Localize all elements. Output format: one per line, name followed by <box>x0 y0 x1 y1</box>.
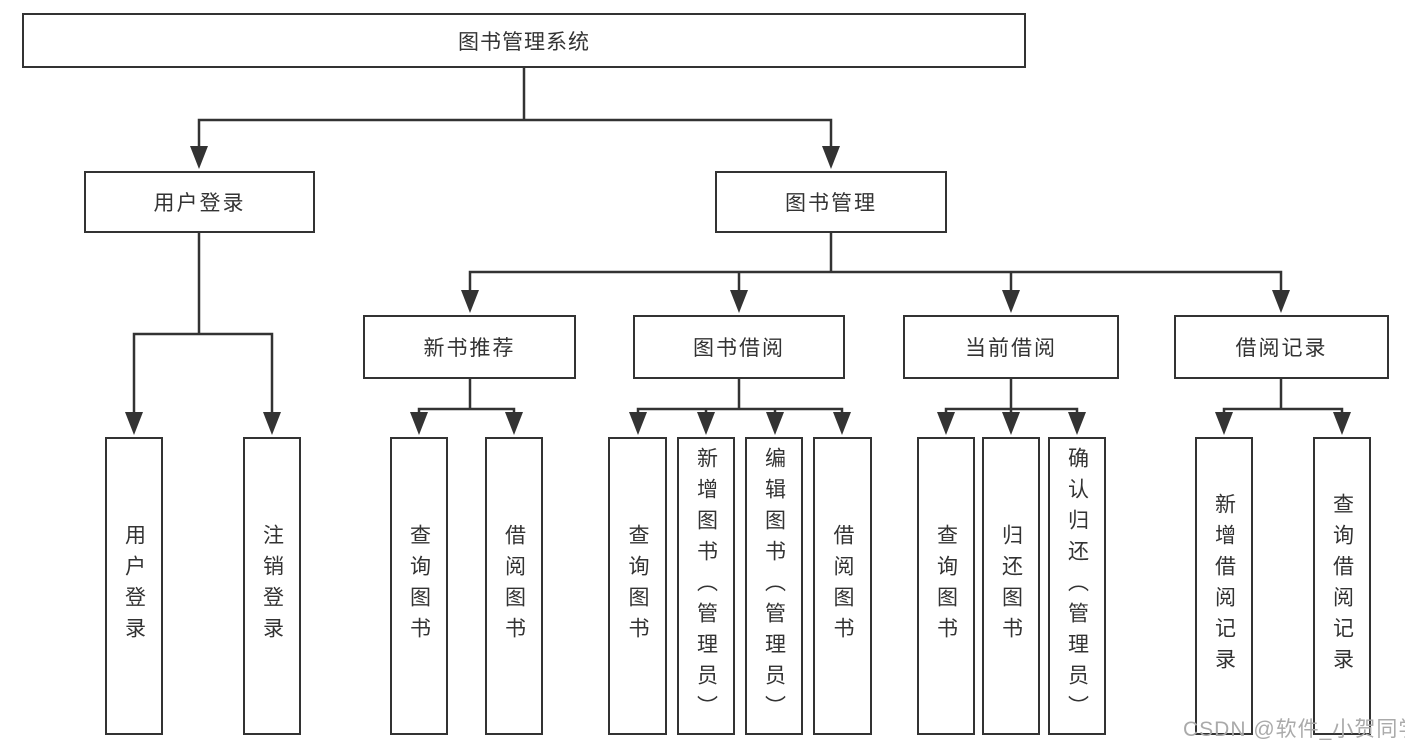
leaf-logout: 注销登录 <box>243 437 301 735</box>
edge-current-to-leaves <box>944 377 1079 415</box>
leaf-user-login: 用户登录 <box>105 437 163 735</box>
arrowhead <box>697 412 715 435</box>
node-label: 图书管理系统 <box>458 30 590 54</box>
node-label: 查询图书 <box>626 524 649 648</box>
arrowhead <box>190 146 208 169</box>
edge-records-to-leaves <box>1222 377 1344 415</box>
leaf-query-borrow-record: 查询借阅记录 <box>1313 437 1371 735</box>
node-borrow-records: 借阅记录 <box>1174 315 1389 379</box>
node-label: 当前借阅 <box>965 337 1057 360</box>
arrowhead <box>410 412 428 435</box>
arrowhead <box>263 412 281 435</box>
arrowhead <box>822 146 840 169</box>
arrowhead <box>1068 412 1086 435</box>
node-label: 新增借阅记录 <box>1212 493 1236 679</box>
edge-bookmgmt-to-level3 <box>468 231 1283 295</box>
arrowhead <box>125 412 143 435</box>
arrowhead <box>629 412 647 435</box>
leaf-edit-books-admin: 编辑图书（管理员） <box>745 437 803 735</box>
arrowhead <box>833 412 851 435</box>
node-label: 借阅图书 <box>831 524 854 648</box>
arrowhead <box>937 412 955 435</box>
leaf-borrow-books: 借阅图书 <box>485 437 543 735</box>
edge-root-to-level2 <box>197 66 833 150</box>
node-label: 查询图书 <box>407 524 431 648</box>
arrowhead <box>1333 412 1351 435</box>
leaf-confirm-return-admin: 确认归还（管理员） <box>1048 437 1106 735</box>
leaf-add-borrow-record: 新增借阅记录 <box>1195 437 1253 735</box>
leaf-query-books: 查询图书 <box>917 437 975 735</box>
node-label: 用户登录 <box>153 192 246 215</box>
node-label: 图书借阅 <box>693 337 785 360</box>
arrowhead <box>1215 412 1233 435</box>
node-label: 用户登录 <box>122 524 146 648</box>
arrowhead <box>461 290 479 313</box>
node-library-management-system: 图书管理系统 <box>22 13 1026 68</box>
node-label: 查询图书 <box>934 524 958 648</box>
node-label: 注销登录 <box>260 524 284 648</box>
arrowhead <box>505 412 523 435</box>
node-label: 借阅记录 <box>1235 337 1328 360</box>
node-new-book-recommend: 新书推荐 <box>363 315 576 379</box>
node-label: 新增图书（管理员） <box>694 446 718 726</box>
node-label: 编辑图书（管理员） <box>762 446 786 726</box>
arrowhead <box>1002 290 1020 313</box>
node-label: 查询借阅记录 <box>1330 493 1354 679</box>
leaf-add-books-admin: 新增图书（管理员） <box>677 437 735 735</box>
leaf-borrow-books: 借阅图书 <box>813 437 872 735</box>
node-label: 归还图书 <box>999 524 1023 648</box>
node-label: 确认归还（管理员） <box>1065 446 1089 726</box>
arrowhead <box>730 290 748 313</box>
arrowhead <box>766 412 784 435</box>
node-label: 图书管理 <box>785 192 877 215</box>
node-user-login: 用户登录 <box>84 171 315 233</box>
node-book-management: 图书管理 <box>715 171 947 233</box>
edge-borrow-to-leaves <box>636 377 844 415</box>
edge-userlogin-to-leaves <box>132 231 274 416</box>
edge-newbook-to-leaves <box>417 377 516 415</box>
node-current-borrowing: 当前借阅 <box>903 315 1119 379</box>
leaf-query-books: 查询图书 <box>608 437 667 735</box>
node-label: 借阅图书 <box>502 524 526 648</box>
leaf-return-books: 归还图书 <box>982 437 1040 735</box>
arrowhead <box>1002 412 1020 435</box>
leaf-query-books: 查询图书 <box>390 437 448 735</box>
csdn-watermark: CSDN @软件_小贺同学 <box>1183 718 1405 741</box>
arrowhead <box>1272 290 1290 313</box>
node-label: 新书推荐 <box>423 337 516 360</box>
node-book-borrowing: 图书借阅 <box>633 315 845 379</box>
